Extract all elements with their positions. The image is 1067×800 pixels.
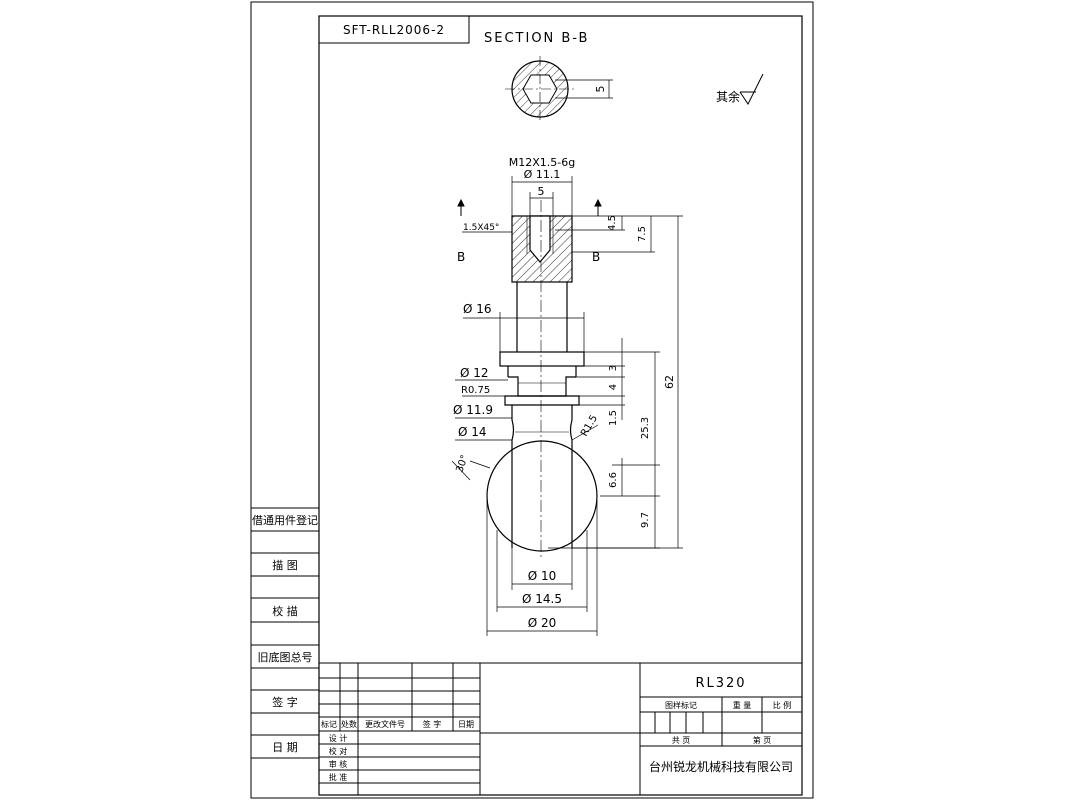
dimension-lines-top <box>462 176 683 352</box>
dim-len-9-7: 9.7 <box>640 512 651 528</box>
dim-width-5: 5 <box>538 185 545 198</box>
dim-dia-11-9: Ø 11.9 <box>453 403 493 417</box>
roughness-symbol-icon <box>739 73 764 105</box>
dim-len-6-6: 6.6 <box>608 472 619 488</box>
section-title: SECTION B-B <box>484 31 589 46</box>
rev-header-date: 日期 <box>458 720 474 729</box>
rev-row-check: 校 对 <box>329 746 348 756</box>
dim-dia-11-1: Ø 11.1 <box>524 168 561 181</box>
left-old-no: 旧底图总号 <box>258 650 313 664</box>
dim-dia-20: Ø 20 <box>528 616 557 630</box>
part-outline <box>486 215 598 552</box>
dim-dia-14-5: Ø 14.5 <box>522 592 562 606</box>
dimension-lines-middle <box>451 216 683 549</box>
label-scale: 比 例 <box>773 700 792 710</box>
rev-header-mark: 标记 <box>321 719 337 729</box>
dim-len-1-5: 1.5 <box>608 410 619 426</box>
left-trace: 描 图 <box>272 558 298 572</box>
label-drawing-mark: 图样标记 <box>665 700 697 710</box>
left-register: 借通用件登记 <box>252 513 318 527</box>
dim-len-3: 3 <box>608 365 619 371</box>
dim-radius-0-75: R0.75 <box>461 385 490 396</box>
label-total-pages: 共 页 <box>672 736 691 745</box>
dim-dia-10: Ø 10 <box>528 569 557 583</box>
dim-thread: M12X1.5-6g <box>509 156 575 169</box>
dim-len-62: 62 <box>663 375 676 389</box>
rev-row-review: 审 核 <box>329 759 348 769</box>
label-weight: 重 量 <box>733 700 752 710</box>
left-proof: 校 描 <box>272 604 298 618</box>
rev-header-sign: 签 字 <box>423 719 442 729</box>
dim-len-4: 4 <box>608 384 619 390</box>
title-block-grid <box>319 662 802 795</box>
drawing-code-box <box>318 15 470 44</box>
dim-depth-7-5: 7.5 <box>637 226 648 242</box>
part-name: RL320 <box>695 676 746 691</box>
rev-header-doc: 更改文件号 <box>365 719 405 729</box>
rev-row-design: 设 计 <box>329 733 348 743</box>
label-page: 第 页 <box>753 735 772 745</box>
section-cut-markers <box>457 198 602 216</box>
dim-dia-12: Ø 12 <box>460 366 489 380</box>
outer-border <box>250 1 814 799</box>
section-mark-right: B <box>592 250 600 264</box>
left-sign: 签 字 <box>272 695 298 709</box>
inner-border <box>318 15 803 796</box>
drawing-code: SFT-RLL2006-2 <box>343 23 445 37</box>
company-name: 台州锐龙机械科技有限公司 <box>649 759 793 774</box>
dim-chamfer: 1.5X45° <box>463 223 499 233</box>
dim-angle-30: 30° <box>454 454 470 474</box>
dim-dia-14: Ø 14 <box>458 425 487 439</box>
dim-len-25-3: 25.3 <box>640 417 651 439</box>
rev-row-approve: 批 准 <box>329 772 348 782</box>
dim-depth-4-5: 4.5 <box>607 215 618 231</box>
dim-dia-16: Ø 16 <box>463 302 492 316</box>
surface-finish-note: 其余 <box>716 89 740 104</box>
left-date: 日 期 <box>272 741 298 754</box>
section-mark-left: B <box>457 250 465 264</box>
section-b-b-view <box>505 56 613 122</box>
dim-hex-5: 5 <box>594 86 607 93</box>
rev-header-count: 处数 <box>341 719 357 729</box>
dimension-lines-bottom <box>486 500 598 636</box>
left-strip <box>251 507 319 759</box>
